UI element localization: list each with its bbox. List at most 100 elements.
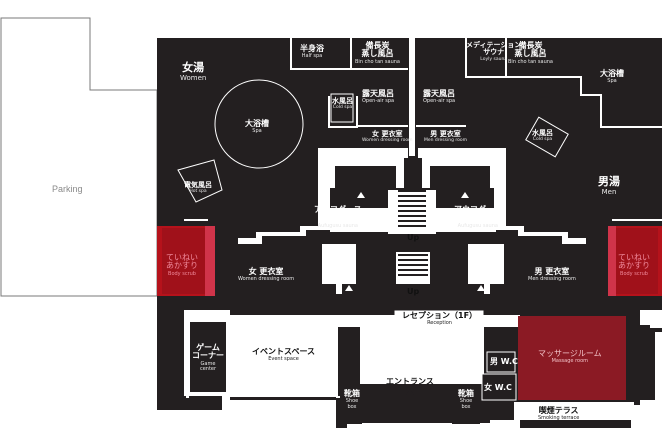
room-label: 電気風呂: [184, 181, 212, 189]
walls: [290, 38, 662, 156]
shoe-box-right-block: [452, 384, 480, 424]
room-label-en: Men dressing room: [528, 276, 576, 283]
room-label: ゲーム コーナー: [192, 343, 224, 361]
room-label-en: Cold spa: [532, 137, 553, 143]
room-shoe-box-left: 靴箱 Shoe box: [344, 389, 360, 410]
central-corridor: [238, 148, 408, 244]
room-label-en: Open-air spa: [423, 98, 456, 105]
room-label-en: Aufugusu sauna: [317, 222, 358, 229]
room-label: 水風呂: [532, 129, 553, 137]
room-aufguss-women: アウフグース サウナ Aufugusu sauna: [314, 205, 362, 229]
zone-women-en: Women: [180, 73, 207, 82]
entry-arrow: [345, 285, 353, 291]
parking-area: [0, 17, 158, 297]
room-massage: マッサージルーム Massage room: [538, 349, 602, 365]
center-divider: [409, 38, 415, 156]
room-label: エントランス: [386, 377, 434, 386]
room-label: ていねい あかすり: [166, 253, 198, 271]
room-label: 半身浴: [300, 44, 324, 53]
room-label-en: Entrance: [398, 386, 422, 393]
room-label: レセプション（1F）: [402, 311, 478, 320]
room-spa-women: 大浴槽 Spa: [245, 119, 269, 135]
room-hot-spa: 電気風呂 Hot spa: [184, 181, 212, 195]
room-label: 靴箱: [458, 389, 474, 398]
room-label: 露天風呂: [362, 89, 395, 98]
room-label: 大浴槽: [245, 119, 269, 128]
room-label: 女 更衣室: [248, 267, 284, 276]
zone-women-jp: 女湯: [182, 61, 205, 74]
massage-room: [518, 316, 626, 400]
wc-women-box: [481, 373, 517, 401]
room-reception: レセプション（1F） Reception: [402, 311, 478, 327]
room-aufguss-men: アウフグース サウナ Aufugusu sauna: [454, 205, 502, 229]
entrance-arrow: [406, 389, 414, 395]
entry-arrow: [357, 192, 365, 198]
cold-spa-women-pool: [330, 93, 354, 123]
room-open-women: 露天風呂 Open-air spa: [362, 89, 395, 105]
room-label: 備長炭 蒸し風呂: [514, 41, 547, 59]
zone-men: 男湯 Men: [598, 176, 620, 196]
room-label: メディテーション サウナ: [466, 41, 522, 57]
room-label: 男 W.C: [490, 357, 518, 366]
room-label-en: Women dressing room: [238, 276, 295, 283]
entry-arrow: [477, 285, 485, 291]
room-wc-women: 女 W.C: [484, 383, 512, 392]
room-dress-men: 男 更衣室 Men dressing room: [528, 267, 576, 283]
room-label-en: Shoe box: [345, 398, 359, 410]
room-label: W.C: [472, 243, 490, 252]
room-label: 水風呂: [332, 97, 353, 105]
room-label: W.C: [334, 243, 352, 252]
room-label: マッサージルーム: [538, 349, 602, 358]
room-label-en: Body scrub: [168, 270, 196, 277]
room-event-space: イベントスペース Event space: [252, 347, 315, 363]
entry-arrow: [461, 192, 469, 198]
room-label: アウフグース サウナ: [314, 205, 362, 223]
room-label-en: Spa: [252, 128, 262, 135]
stairs-up-bottom: Up: [407, 287, 420, 296]
room-meditation: メディテーション サウナ Loyly sauna: [466, 41, 522, 62]
shoe-box-left-block: [340, 384, 362, 424]
room-smoking-terrace: 喫煙テラス Smoking terrace: [538, 406, 580, 422]
room-bincho-men: 備長炭 蒸し風呂 Bin cho tan sauna: [508, 41, 553, 65]
room-label-en: Game center: [199, 360, 217, 373]
room-label-en: Women dressing room: [362, 138, 413, 144]
room-label: Up: [407, 287, 420, 296]
room-label-en: Body scrub: [620, 270, 648, 277]
room-game-center: ゲーム コーナー Game center: [192, 343, 224, 373]
room-label: アウフグース サウナ: [454, 205, 502, 223]
room-label-en: Loyly sauna: [480, 56, 508, 62]
room-label-en: Bin cho tan sauna: [355, 58, 400, 65]
wc-men-box: [486, 351, 516, 373]
zone-men-jp: 男湯: [598, 175, 620, 188]
room-label-en: Smoking terrace: [538, 415, 580, 422]
room-label: 男 更衣室: [534, 267, 570, 276]
central-corridor-right: [418, 148, 586, 244]
room-body-scrub-men: ていねい あかすり Body scrub: [618, 253, 650, 277]
room-label: 備長炭 蒸し風呂: [361, 41, 394, 59]
room-label: 靴箱: [344, 389, 360, 398]
stairs-up-top: Up: [407, 233, 419, 242]
room-cold-men: 水風呂 Cold spa: [532, 129, 553, 143]
room-label: 女 更衣室: [372, 130, 403, 138]
stairs-top: [398, 190, 426, 227]
room-label: 男 更衣室: [430, 130, 461, 138]
room-dress-women: 女 更衣室 Women dressing room: [238, 267, 295, 283]
room-open-men: 露天風呂 Open-air spa: [423, 89, 456, 105]
zone-women: 女湯 Women: [180, 62, 206, 82]
room-wc-right: W.C: [472, 243, 490, 252]
room-label-en: Half spa: [301, 53, 323, 60]
room-label-en: Cold spa: [332, 105, 353, 111]
room-label-en: Spa: [607, 78, 617, 85]
room-cold-women: 水風呂 Cold spa: [332, 97, 353, 111]
parking-label: Parking: [52, 184, 83, 194]
room-label-en: Massage room: [551, 358, 589, 365]
room-body-scrub-women: ていねい あかすり Body scrub: [166, 253, 198, 277]
room-bincho-women: 備長炭 蒸し風呂 Bin cho tan sauna: [355, 41, 400, 65]
cold-spa-men-pool: [525, 116, 569, 158]
room-wc-left: W.C: [334, 243, 352, 252]
room-label-en: Aufugusu sauna: [457, 222, 498, 229]
room-dress-men-room: 男 更衣室 Men dressing room: [424, 130, 468, 144]
room-label-en: Men dressing room: [424, 138, 468, 144]
room-label-en: Open-air spa: [362, 98, 395, 105]
